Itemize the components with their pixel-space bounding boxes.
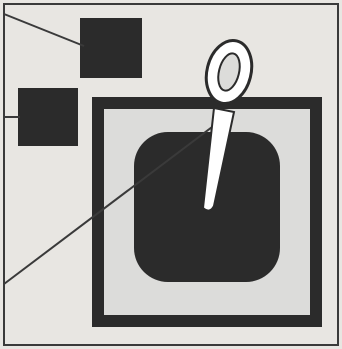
lever-ring-inner <box>217 52 241 92</box>
small-square-left <box>18 88 78 146</box>
page-border <box>3 3 339 346</box>
leader-line-top <box>3 13 85 47</box>
lever-shaft <box>201 106 236 212</box>
small-square-top <box>80 18 142 78</box>
lever-handle <box>201 38 254 212</box>
leader-line-bottom <box>3 117 225 285</box>
